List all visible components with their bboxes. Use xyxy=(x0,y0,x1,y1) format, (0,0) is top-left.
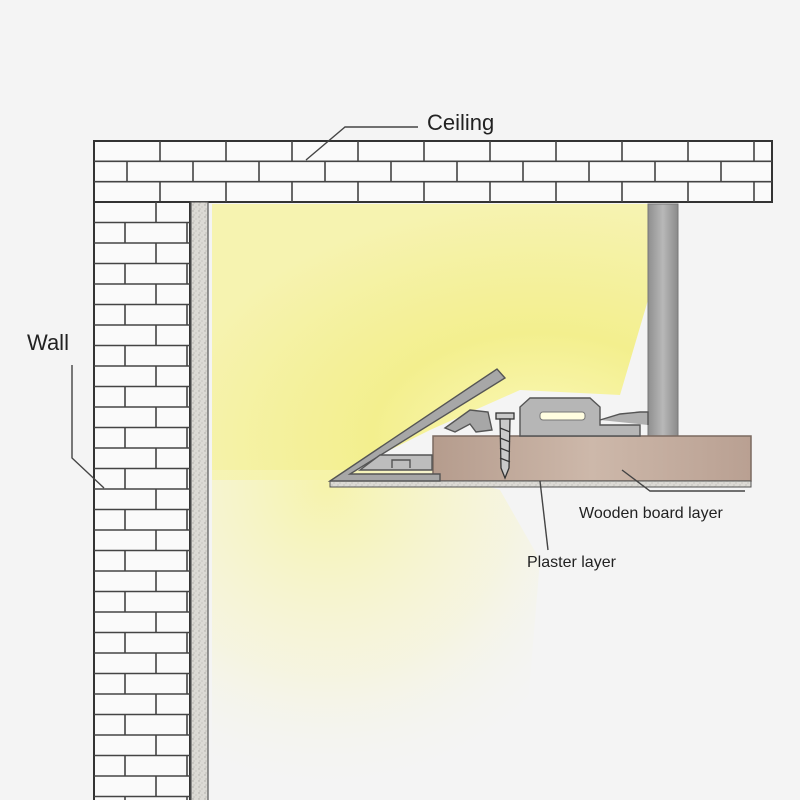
wooden-board-label: Wooden board layer xyxy=(579,505,723,522)
led-strip xyxy=(539,411,586,421)
wall-label: Wall xyxy=(27,330,69,355)
wall-plaster xyxy=(190,201,209,800)
leader-lines xyxy=(71,126,745,551)
wooden-board xyxy=(432,435,752,482)
screw xyxy=(495,412,515,480)
light-glow-lower xyxy=(212,470,540,800)
ceiling-bricks xyxy=(93,140,773,203)
plaster-label: Plaster layer xyxy=(527,554,616,571)
wall-bricks xyxy=(93,201,191,800)
ceiling-label: Ceiling xyxy=(427,110,495,135)
light-glow-upper xyxy=(212,204,648,480)
metal-panel xyxy=(647,203,679,437)
